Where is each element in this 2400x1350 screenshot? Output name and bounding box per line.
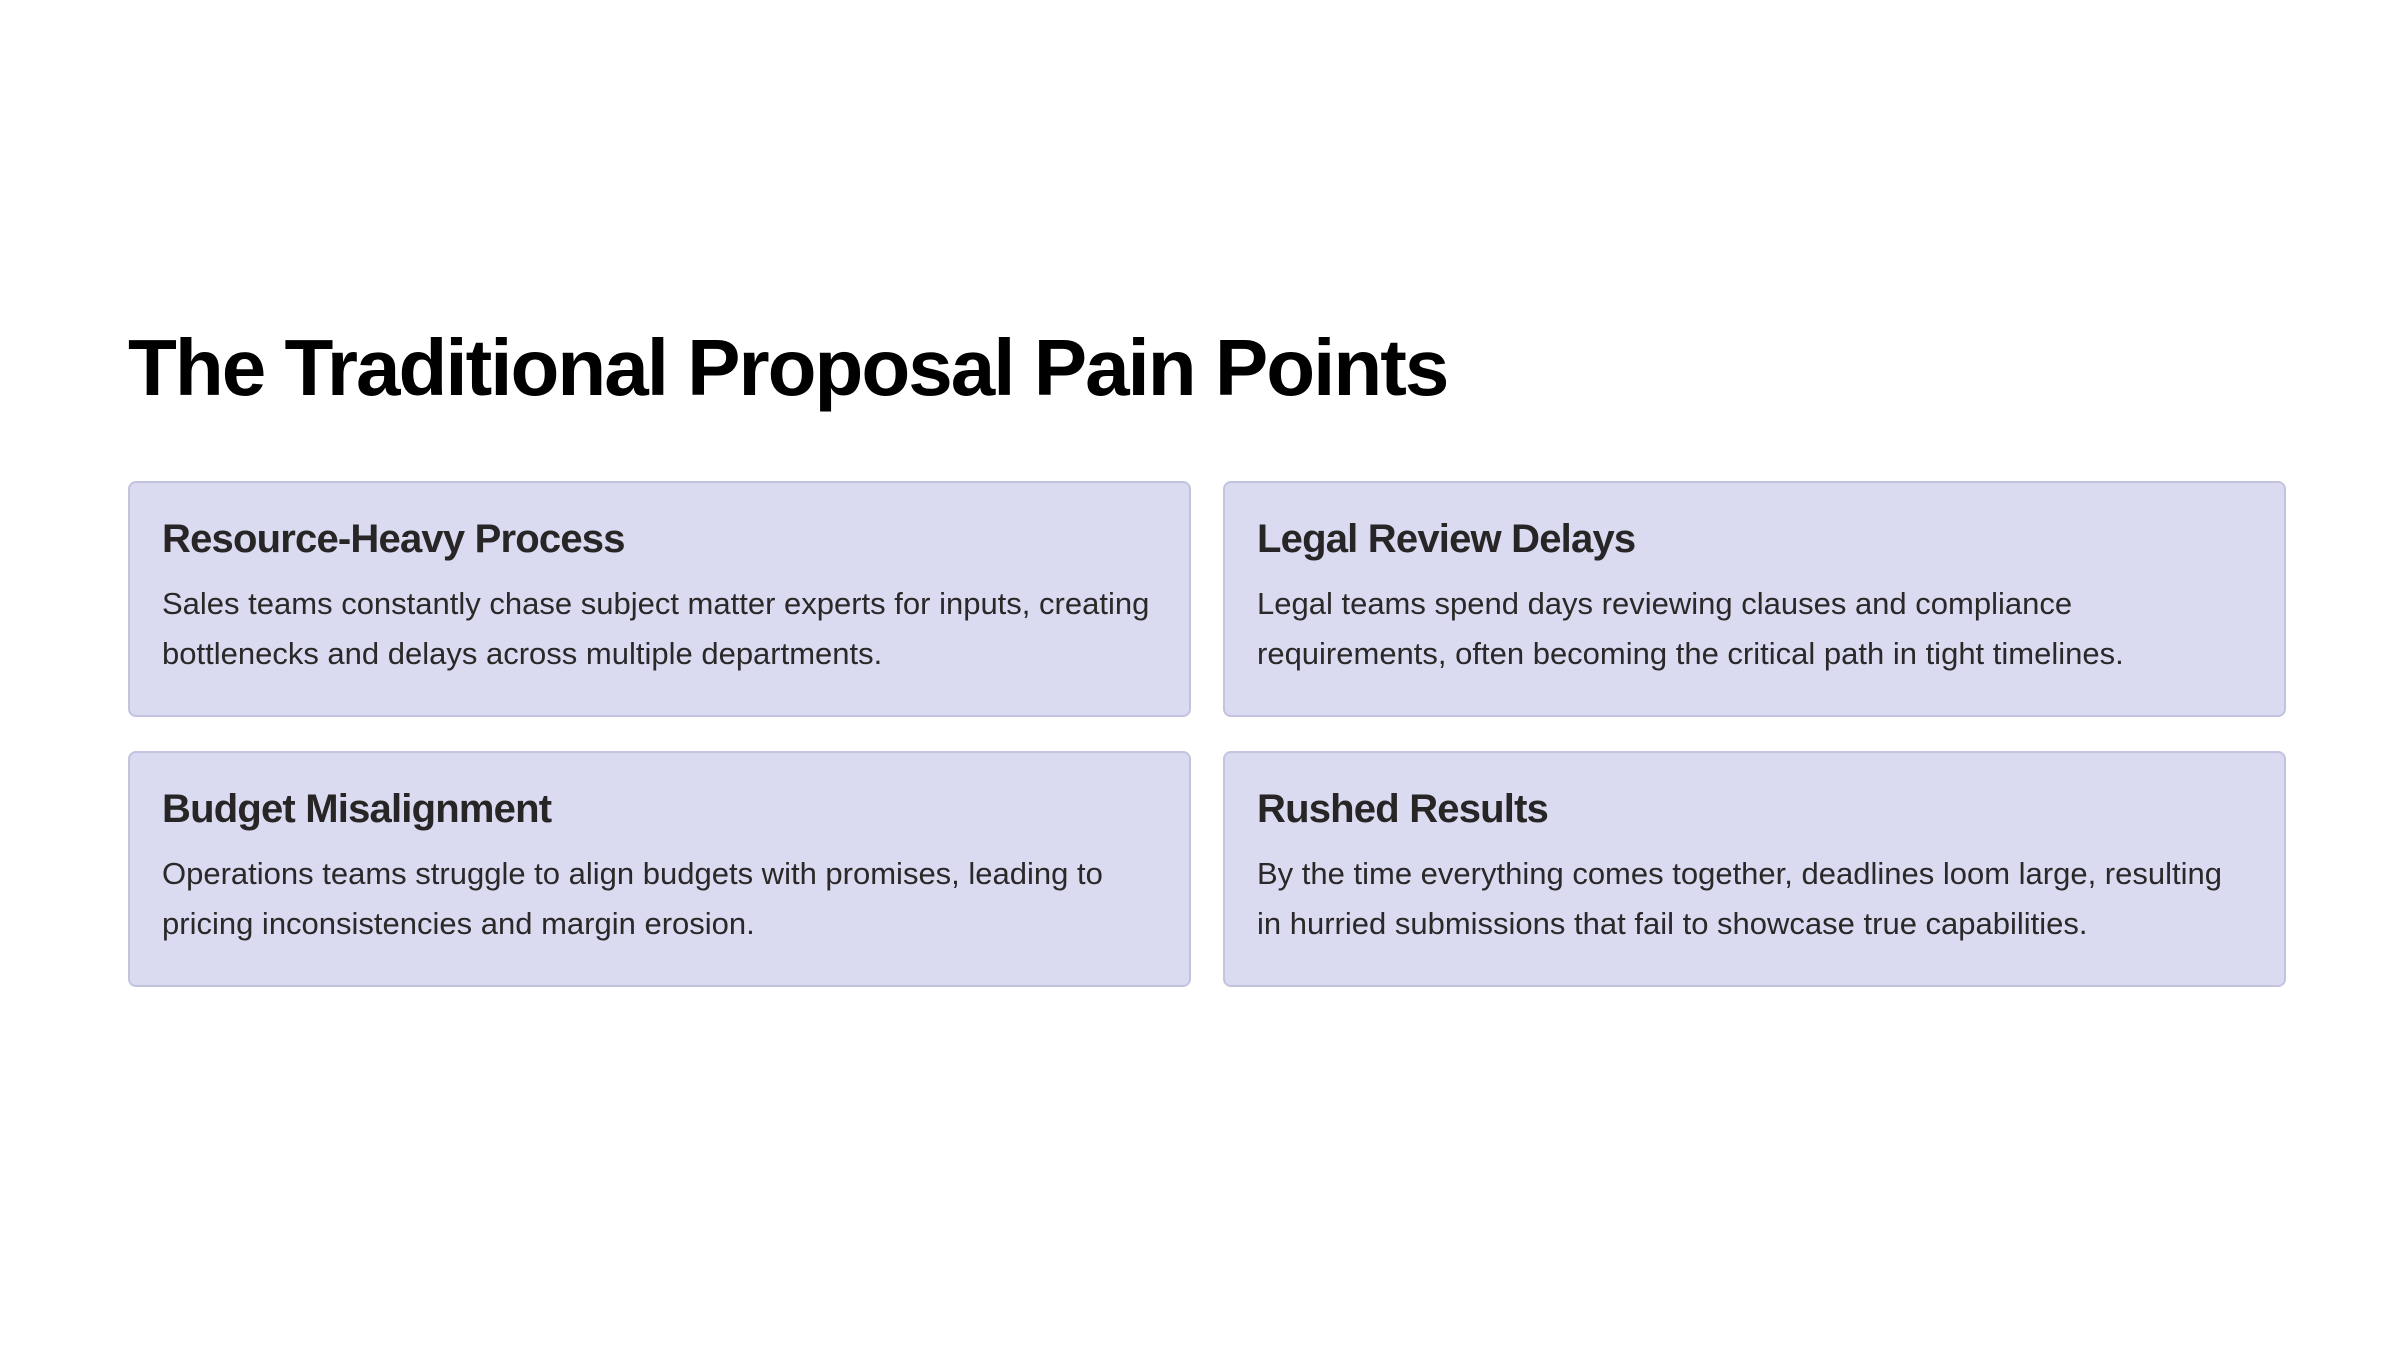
card-resource-heavy-process: Resource-Heavy Process Sales teams const… xyxy=(128,481,1191,717)
card-body: Sales teams constantly chase subject mat… xyxy=(162,586,1150,671)
card-legal-review-delays: Legal Review Delays Legal teams spend da… xyxy=(1223,481,2286,717)
card-body: By the time everything comes together, d… xyxy=(1257,856,2222,941)
card-rushed-results: Rushed Results By the time everything co… xyxy=(1223,751,2286,987)
card-body: Operations teams struggle to align budge… xyxy=(162,856,1103,941)
card-heading: Resource-Heavy Process xyxy=(162,517,625,561)
card-heading: Legal Review Delays xyxy=(1257,517,1636,561)
card-body: Legal teams spend days reviewing clauses… xyxy=(1257,586,2124,671)
pain-points-grid: Resource-Heavy Process Sales teams const… xyxy=(128,481,2286,987)
card-heading: Rushed Results xyxy=(1257,787,1549,831)
page-title: The Traditional Proposal Pain Points xyxy=(128,323,1449,412)
card-heading: Budget Misalignment xyxy=(162,787,552,831)
card-budget-misalignment: Budget Misalignment Operations teams str… xyxy=(128,751,1191,987)
